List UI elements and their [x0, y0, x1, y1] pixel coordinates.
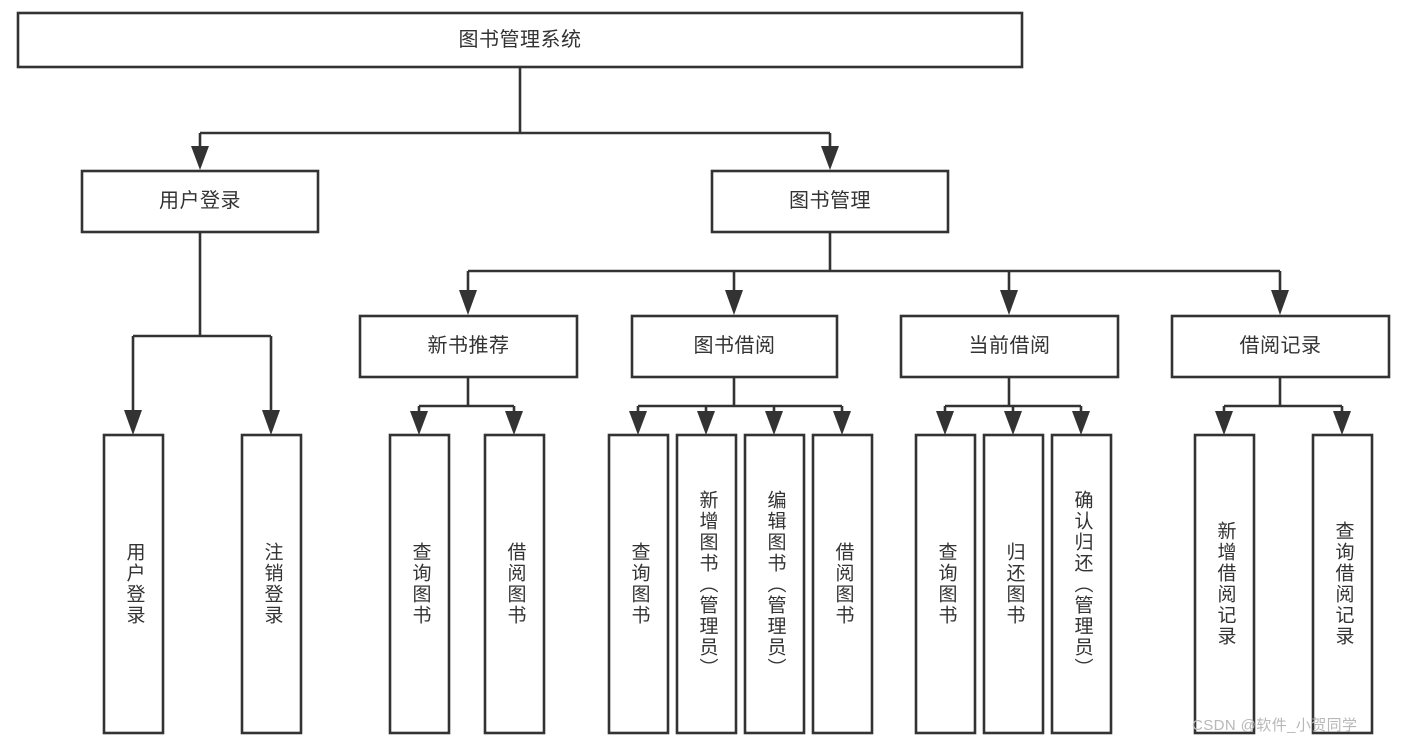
connector-bookmgmt-to-level2: [459, 232, 1289, 315]
node-leaf-logout[interactable]: [240, 433, 303, 735]
node-leaf-edit-book[interactable]: [743, 433, 806, 735]
node-current-borrow[interactable]: [899, 314, 1120, 379]
node-leaf-query-borrow-record[interactable]: [1311, 433, 1374, 735]
connector-root-to-level1: [191, 67, 839, 170]
connector-borrowrecord-to-leaves: [1215, 377, 1351, 435]
connector-currentborrow-to-leaves: [936, 377, 1090, 435]
node-leaf-add-book[interactable]: [675, 433, 738, 735]
node-leaf-borrow-book-2[interactable]: [811, 433, 874, 735]
node-leaf-query-book-3[interactable]: [914, 433, 977, 735]
node-leaf-return-book[interactable]: [982, 433, 1045, 735]
connector-userlogin-to-leaves: [124, 232, 280, 435]
node-leaf-confirm-return[interactable]: [1050, 433, 1113, 735]
node-new-book-recommend[interactable]: [358, 314, 579, 379]
node-leaf-query-book-1[interactable]: [388, 433, 451, 735]
watermark-text: CSDN @软件_小贺同学: [1192, 717, 1358, 734]
node-book-management[interactable]: [710, 169, 950, 234]
node-user-login[interactable]: [80, 169, 320, 234]
node-leaf-add-borrow-record[interactable]: [1193, 433, 1256, 735]
node-borrow-record[interactable]: [1170, 314, 1391, 379]
connector-newbook-to-leaves: [410, 377, 523, 435]
node-root[interactable]: [16, 11, 1024, 69]
connector-bookborrow-to-leaves: [629, 377, 851, 435]
node-leaf-user-login[interactable]: [102, 433, 165, 735]
node-book-borrow[interactable]: [630, 314, 839, 379]
node-leaf-query-book-2[interactable]: [607, 433, 670, 735]
node-leaf-borrow-book-1[interactable]: [483, 433, 546, 735]
